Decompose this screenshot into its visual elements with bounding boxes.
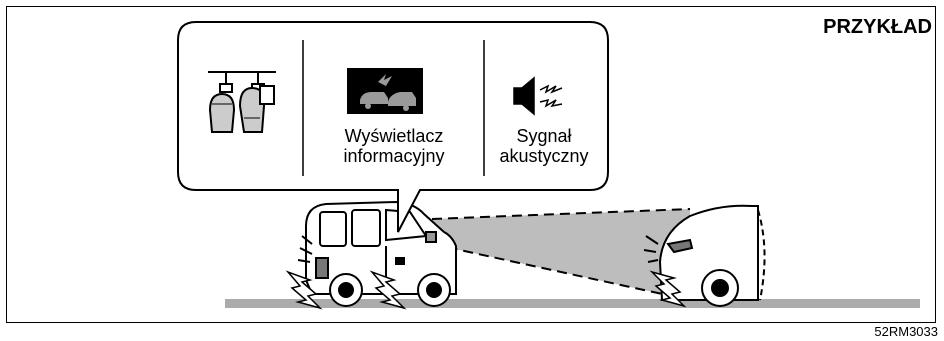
display-label-line1: Wyświetlacz (344, 126, 444, 146)
figure-code: 52RM3033 (874, 324, 938, 339)
display-label-line2: informacyjny (343, 146, 445, 166)
page-title: PRZYKŁAD (823, 16, 932, 38)
sound-label-line2: akustyczny (499, 146, 589, 166)
figure-frame (6, 6, 936, 323)
collision-display-icon (347, 68, 423, 114)
sound-label-line1: Sygnał (516, 126, 572, 146)
warning-sensor-beam (432, 209, 690, 300)
vehicle-ahead-icon (658, 204, 766, 307)
callout-bubble (177, 21, 609, 233)
display-label: Wyświetlacz informacyjny (308, 126, 480, 166)
pedals-icon (208, 71, 276, 133)
sound-label: Sygnał akustyczny (488, 126, 600, 166)
road-line (225, 299, 920, 308)
speaker-sound-icon (513, 76, 563, 116)
